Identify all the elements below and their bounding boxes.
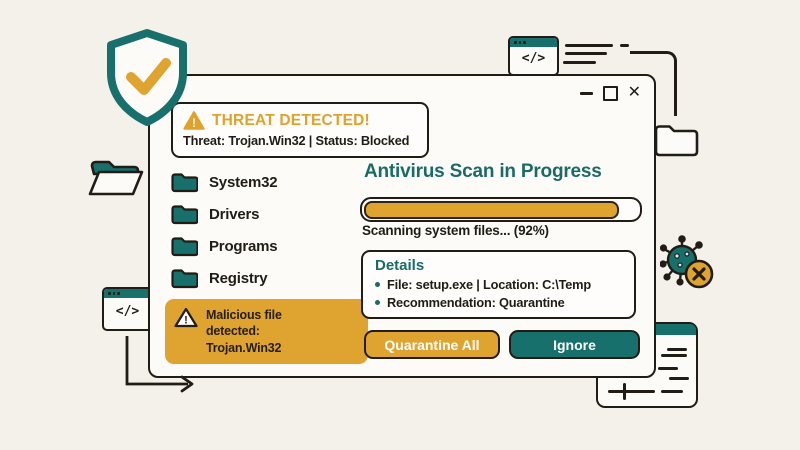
scan-title: Antivirus Scan in Progress: [364, 161, 602, 182]
warning-icon: !: [174, 307, 198, 328]
x-icon: [692, 267, 706, 281]
minimize-icon[interactable]: [579, 91, 593, 95]
threat-alert-title: THREAT DETECTED!: [212, 111, 370, 129]
threat-alert-banner: ! THREAT DETECTED! Threat: Trojan.Win32 …: [171, 102, 429, 158]
detail-item-recommendation: Recommendation: Quarantine: [375, 295, 624, 310]
folder-icon: [171, 172, 198, 192]
folder-label: System32: [209, 173, 278, 191]
scan-progress-fill: [363, 200, 620, 219]
folder-label: Drivers: [209, 205, 260, 223]
malicious-file-alert-text: Malicious file detected: Trojan.Win32: [206, 308, 282, 355]
scan-progress-bar: [360, 197, 642, 222]
open-folder-icon: [88, 160, 144, 196]
maximize-icon[interactable]: [602, 85, 618, 101]
scan-status-text: Scanning system files... (92%): [362, 223, 549, 238]
code-window-titlebar: [104, 289, 151, 298]
folder-label: Registry: [209, 269, 268, 287]
deco-frame-line: [630, 51, 677, 116]
code-window-icon: </>: [102, 287, 153, 331]
folder-label: Programs: [209, 237, 278, 255]
warning-icon: !: [183, 111, 205, 130]
folder-item-system32[interactable]: System32: [171, 166, 278, 198]
ignore-button[interactable]: Ignore: [509, 330, 640, 359]
deco-text-line: [563, 61, 596, 64]
shield-check-icon: [107, 29, 187, 126]
code-icon: </>: [521, 51, 546, 66]
code-window-icon: </>: [508, 36, 559, 76]
folder-outline-icon: [654, 125, 699, 157]
close-icon[interactable]: ✕: [627, 84, 641, 101]
folder-icon: [171, 268, 198, 288]
code-window-titlebar: [510, 38, 557, 47]
folder-item-registry[interactable]: Registry: [171, 262, 277, 294]
folder-icon: [171, 236, 198, 256]
bullet-icon: [375, 282, 380, 287]
flow-arrow: [125, 336, 194, 393]
quarantine-all-button[interactable]: Quarantine All: [364, 330, 500, 359]
folder-item-programs[interactable]: Programs: [171, 230, 278, 262]
code-icon: </>: [115, 304, 140, 319]
virus-icon: [660, 235, 714, 289]
svg-text:!: !: [192, 117, 196, 130]
deco-text-line: [565, 52, 607, 55]
window-controls: ✕: [579, 84, 641, 101]
deco-text-line: [620, 44, 629, 47]
svg-text:!: !: [184, 315, 188, 327]
folder-list: System32 Drivers Programs Registry: [171, 166, 278, 294]
bullet-icon: [375, 300, 380, 305]
action-buttons: Quarantine All Ignore: [364, 330, 640, 359]
details-title: Details: [375, 257, 425, 274]
deco-text-line: [565, 44, 613, 47]
detail-item-file: File: setup.exe | Location: C:\Temp: [375, 277, 624, 292]
threat-alert-details: Threat: Trojan.Win32 | Status: Blocked: [183, 133, 410, 148]
folder-icon: [171, 204, 198, 224]
antivirus-window: ✕ ! THREAT DETECTED! Threat: Trojan.Win3…: [148, 74, 656, 378]
folder-item-drivers[interactable]: Drivers: [171, 198, 277, 230]
check-icon: [126, 58, 171, 95]
malicious-file-alert: ! Malicious file detected: Trojan.Win32: [165, 299, 368, 364]
details-panel: Details File: setup.exe | Location: C:\T…: [361, 250, 636, 319]
